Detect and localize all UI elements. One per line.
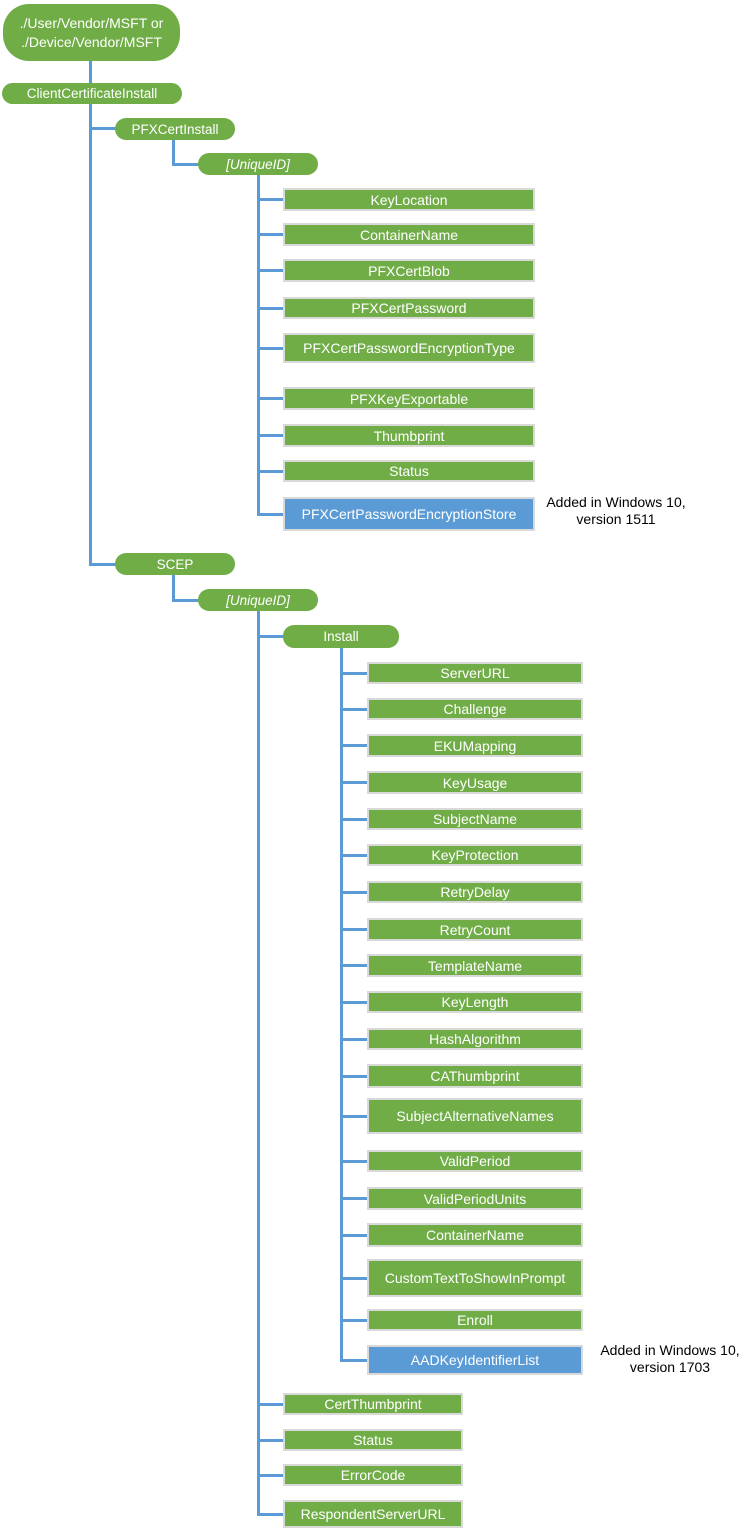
note-windows-1511-line2: version 1511 bbox=[576, 511, 656, 527]
node-scep: SCEP bbox=[115, 553, 235, 575]
connector-line bbox=[257, 1403, 284, 1406]
node-pfxcertpasswordencryptionstore: PFXCertPasswordEncryptionStore bbox=[283, 497, 535, 531]
connector-line bbox=[257, 1474, 284, 1477]
connector-line bbox=[257, 198, 284, 201]
connector-line bbox=[257, 635, 284, 638]
node-hashalgorithm: HashAlgorithm bbox=[367, 1028, 583, 1050]
node-subjectalternativenames: SubjectAlternativeNames bbox=[367, 1098, 583, 1134]
connector-line bbox=[340, 708, 368, 711]
node-pfxkeyexportable: PFXKeyExportable bbox=[283, 387, 535, 410]
connector-line bbox=[340, 1197, 368, 1200]
node-keylength: KeyLength bbox=[367, 991, 583, 1013]
connector-line bbox=[89, 104, 92, 566]
connector-line bbox=[340, 648, 343, 1362]
connector-line bbox=[340, 1160, 368, 1163]
connector-line bbox=[340, 1359, 368, 1362]
node-keyprotection: KeyProtection bbox=[367, 844, 583, 866]
node-uniqueid-pfx: [UniqueID] bbox=[198, 153, 318, 175]
connector-line bbox=[340, 744, 368, 747]
connector-line bbox=[340, 1001, 368, 1004]
connector-line bbox=[340, 818, 368, 821]
connector-line bbox=[340, 1038, 368, 1041]
node-respondentserverurl: RespondentServerURL bbox=[283, 1500, 463, 1528]
connector-line bbox=[257, 470, 284, 473]
connector-line bbox=[172, 599, 199, 602]
connector-line bbox=[257, 347, 284, 350]
connector-line bbox=[257, 175, 260, 516]
node-cathumbprint: CAThumbprint bbox=[367, 1064, 583, 1088]
node-clientcertificateinstall: ClientCertificateInstall bbox=[2, 83, 182, 104]
node-root: ./User/Vendor/MSFT or ./Device/Vendor/MS… bbox=[3, 4, 180, 61]
node-serverurl: ServerURL bbox=[367, 662, 583, 684]
node-install: Install bbox=[283, 625, 399, 648]
node-status-scep: Status bbox=[283, 1429, 463, 1451]
connector-line bbox=[340, 781, 368, 784]
connector-line bbox=[257, 434, 284, 437]
connector-line bbox=[172, 575, 175, 602]
node-templatename: TemplateName bbox=[367, 954, 583, 977]
node-enroll: Enroll bbox=[367, 1309, 583, 1331]
node-customtexttoshowinprompt: CustomTextToShowInPrompt bbox=[367, 1259, 583, 1297]
node-ekumapping: EKUMapping bbox=[367, 734, 583, 757]
node-thumbprint: Thumbprint bbox=[283, 424, 535, 447]
connector-line bbox=[89, 127, 116, 130]
node-uniqueid-scep: [UniqueID] bbox=[198, 589, 318, 611]
node-retrydelay: RetryDelay bbox=[367, 881, 583, 903]
connector-line bbox=[257, 611, 260, 1516]
note-windows-1703-line1: Added in Windows 10, bbox=[600, 1342, 740, 1358]
connector-line bbox=[89, 61, 92, 84]
node-root-line2: ./Device/Vendor/MSFT bbox=[21, 33, 162, 50]
connector-line bbox=[340, 891, 368, 894]
connector-line bbox=[340, 1115, 368, 1118]
connector-line bbox=[340, 854, 368, 857]
node-keylocation: KeyLocation bbox=[283, 188, 535, 211]
connector-line bbox=[172, 163, 199, 166]
node-errorcode: ErrorCode bbox=[283, 1464, 463, 1486]
connector-line bbox=[340, 672, 368, 675]
node-pfxcertinstall: PFXCertInstall bbox=[115, 118, 235, 140]
node-root-line1: ./User/Vendor/MSFT or bbox=[19, 14, 164, 31]
node-certthumbprint: CertThumbprint bbox=[283, 1393, 463, 1415]
connector-line bbox=[257, 513, 284, 516]
connector-line bbox=[340, 1277, 368, 1280]
node-retrycount: RetryCount bbox=[367, 918, 583, 941]
node-keyusage: KeyUsage bbox=[367, 771, 583, 794]
connector-line bbox=[340, 1075, 368, 1078]
node-pfxcertpasswordencryptiontype: PFXCertPasswordEncryptionType bbox=[283, 333, 535, 363]
node-containername: ContainerName bbox=[283, 223, 535, 246]
node-validperiod: ValidPeriod bbox=[367, 1150, 583, 1172]
note-windows-1703-line2: version 1703 bbox=[629, 1359, 711, 1375]
connector-line bbox=[257, 1439, 284, 1442]
node-status-pfx: Status bbox=[283, 460, 535, 482]
connector-line bbox=[257, 307, 284, 310]
connector-line bbox=[257, 233, 284, 236]
connector-line bbox=[89, 563, 116, 566]
node-containername-scep: ContainerName bbox=[367, 1223, 583, 1247]
node-challenge: Challenge bbox=[367, 698, 583, 720]
note-windows-1511: Added in Windows 10, version 1511 bbox=[531, 494, 701, 528]
node-subjectname: SubjectName bbox=[367, 808, 583, 830]
connector-line bbox=[340, 964, 368, 967]
node-aadkeyidentifierlist: AADKeyIdentifierList bbox=[367, 1345, 583, 1375]
connector-line bbox=[340, 928, 368, 931]
connector-line bbox=[257, 1513, 284, 1516]
node-pfxcertpassword: PFXCertPassword bbox=[283, 297, 535, 319]
note-windows-1703: Added in Windows 10, version 1703 bbox=[585, 1342, 751, 1376]
connector-line bbox=[340, 1319, 368, 1322]
connector-line bbox=[172, 140, 175, 166]
note-windows-1511-line1: Added in Windows 10, bbox=[546, 494, 686, 510]
node-validperiodunits: ValidPeriodUnits bbox=[367, 1187, 583, 1210]
connector-line bbox=[257, 269, 284, 272]
connector-line bbox=[340, 1234, 368, 1237]
connector-line bbox=[257, 397, 284, 400]
node-pfxcertblob: PFXCertBlob bbox=[283, 259, 535, 282]
